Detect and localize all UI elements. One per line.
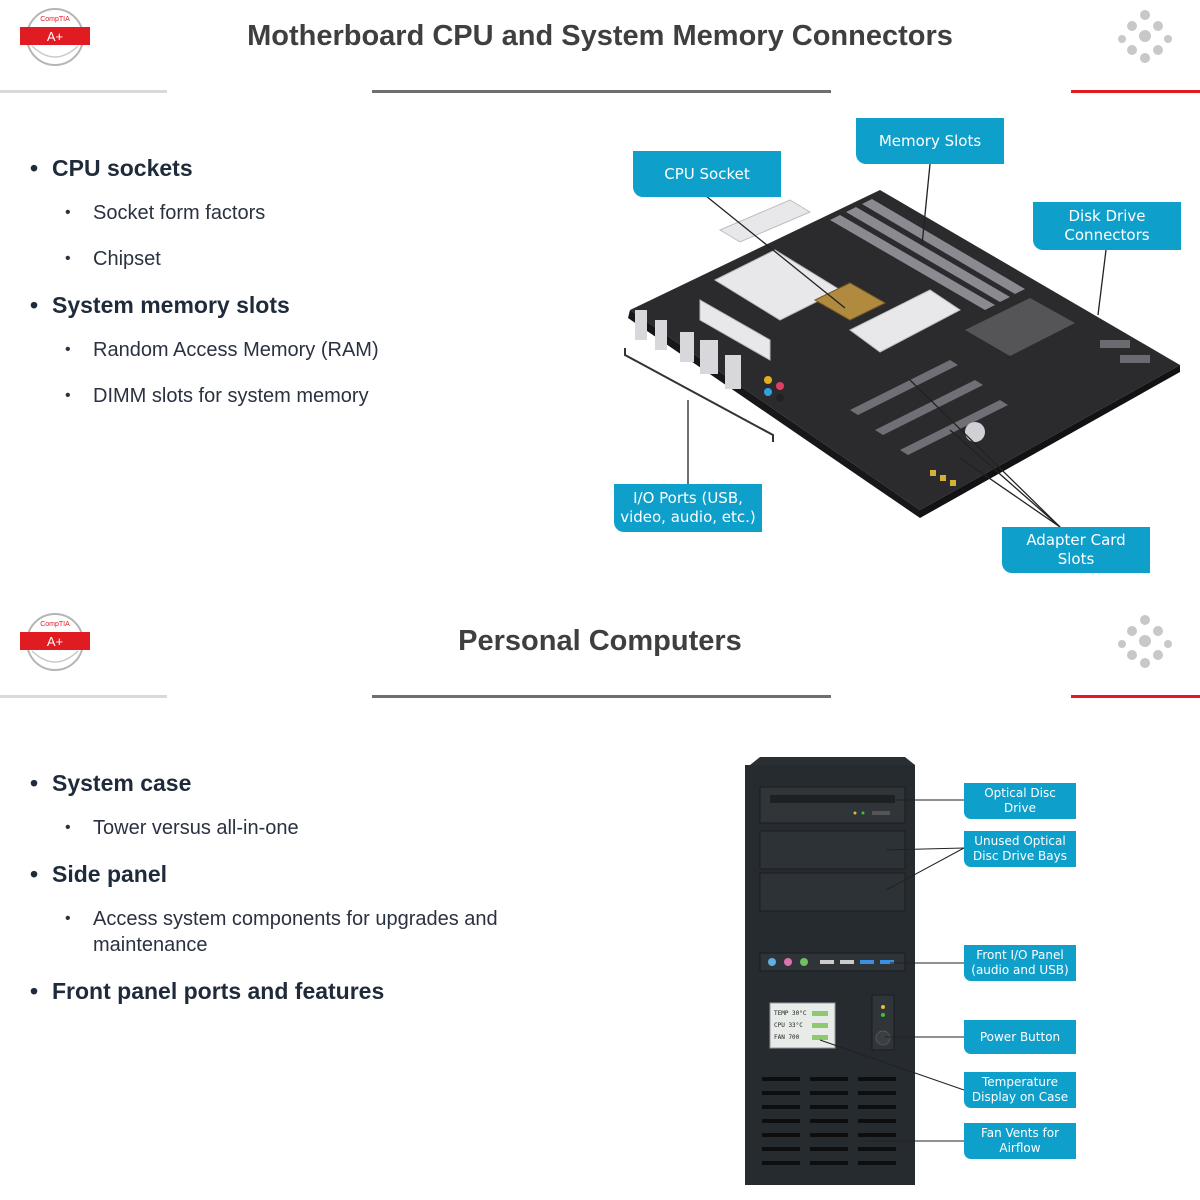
callout-disk-drive-connectors: Disk Drive Connectors bbox=[1033, 202, 1181, 250]
sub-bullet: Socket form factors bbox=[65, 200, 590, 226]
sub-bullet: Tower versus all-in-one bbox=[65, 815, 590, 841]
leader-lines bbox=[687, 163, 1107, 528]
decorative-dots-icon bbox=[1118, 10, 1172, 63]
sub-bullet: DIMM slots for system memory bbox=[65, 383, 590, 409]
callout-line: Fan Vents for bbox=[980, 1126, 1060, 1140]
logo-badge: A+ bbox=[47, 29, 63, 44]
comptia-logo: CompTIA A+ bbox=[20, 8, 90, 66]
case-display-temp: TEMP 30°C bbox=[774, 1010, 807, 1017]
sub-bullet: Random Access Memory (RAM) bbox=[65, 337, 590, 363]
bullet-cpu-sockets: CPU sockets bbox=[30, 155, 590, 182]
logo-brand: CompTIA bbox=[40, 16, 70, 23]
header-rule-right bbox=[1071, 90, 1200, 93]
slide-motherboard: CompTIA A+ Motherboard CPU and System Me… bbox=[0, 0, 1200, 600]
header-rule-right bbox=[1071, 695, 1200, 698]
callout-unused-optical-bays: Unused Optical Disc Drive Bays bbox=[964, 831, 1076, 867]
callout-temperature-display: Temperature Display on Case bbox=[964, 1072, 1076, 1108]
callout-line: Optical Disc bbox=[984, 786, 1056, 800]
callout-line: Disk Drive bbox=[1068, 207, 1146, 226]
callout-line: (audio and USB) bbox=[971, 963, 1069, 977]
bullet-list: CPU sockets Socket form factors Chipset … bbox=[30, 155, 590, 429]
case-display-fan: FAN 700 bbox=[774, 1034, 800, 1041]
callout-cpu-socket: CPU Socket bbox=[633, 151, 781, 197]
bullet-list: System case Tower versus all-in-one Side… bbox=[30, 770, 590, 1023]
comptia-logo: CompTIA A+ bbox=[20, 613, 90, 671]
slide-personal-computers: CompTIA A+ Personal Computers System cas… bbox=[0, 605, 1200, 1200]
callout-line: Slots bbox=[1057, 550, 1095, 568]
callout-front-io-panel: Front I/O Panel (audio and USB) bbox=[964, 945, 1076, 981]
callout-line: Front I/O Panel bbox=[976, 948, 1064, 962]
callout-power-button: Power Button bbox=[964, 1020, 1076, 1054]
callout-line: Adapter Card bbox=[1026, 531, 1126, 550]
slide-title: Motherboard CPU and System Memory Connec… bbox=[247, 20, 953, 52]
sub-bullet: Chipset bbox=[65, 246, 590, 272]
callout-line: Display on Case bbox=[971, 1090, 1069, 1104]
tower-case-illustration: TEMP 30°C CPU 33°C FAN 700 bbox=[745, 757, 915, 1185]
leader-lines bbox=[819, 799, 965, 1142]
bullet-side-panel: Side panel bbox=[30, 861, 590, 888]
callout-line: I/O Ports (USB, bbox=[633, 489, 743, 508]
callout-line: Connectors bbox=[1064, 226, 1150, 244]
decorative-dots-icon bbox=[1118, 615, 1172, 668]
header-rule-center bbox=[372, 695, 831, 698]
header-rule-left bbox=[0, 695, 167, 698]
header-rule-center bbox=[372, 90, 831, 93]
callout-line: Temperature bbox=[981, 1075, 1058, 1089]
callout-adapter-card-slots: Adapter Card Slots bbox=[1002, 527, 1150, 573]
callout-line: Disc Drive Bays bbox=[973, 849, 1067, 863]
slide-title: Personal Computers bbox=[458, 625, 742, 657]
bullet-front-panel: Front panel ports and features bbox=[30, 978, 590, 1005]
logo-badge: A+ bbox=[47, 634, 63, 649]
callout-memory-slots: Memory Slots bbox=[856, 118, 1004, 164]
bullet-memory-slots: System memory slots bbox=[30, 292, 590, 319]
callout-optical-disc-drive: Optical Disc Drive bbox=[964, 783, 1076, 819]
sub-bullet: Access system components for upgrades an… bbox=[65, 906, 533, 958]
logo-brand: CompTIA bbox=[40, 621, 70, 628]
bullet-system-case: System case bbox=[30, 770, 590, 797]
header-rule-left bbox=[0, 90, 167, 93]
callout-line: Unused Optical bbox=[974, 834, 1066, 848]
callout-io-ports: I/O Ports (USB, video, audio, etc.) bbox=[614, 484, 762, 532]
callout-line: Airflow bbox=[999, 1141, 1041, 1155]
case-display-cpu: CPU 33°C bbox=[774, 1022, 803, 1029]
callout-line: video, audio, etc.) bbox=[620, 508, 756, 526]
callout-line: Drive bbox=[1004, 801, 1036, 815]
callout-fan-vents: Fan Vents for Airflow bbox=[964, 1123, 1076, 1159]
motherboard-illustration bbox=[624, 190, 1180, 518]
